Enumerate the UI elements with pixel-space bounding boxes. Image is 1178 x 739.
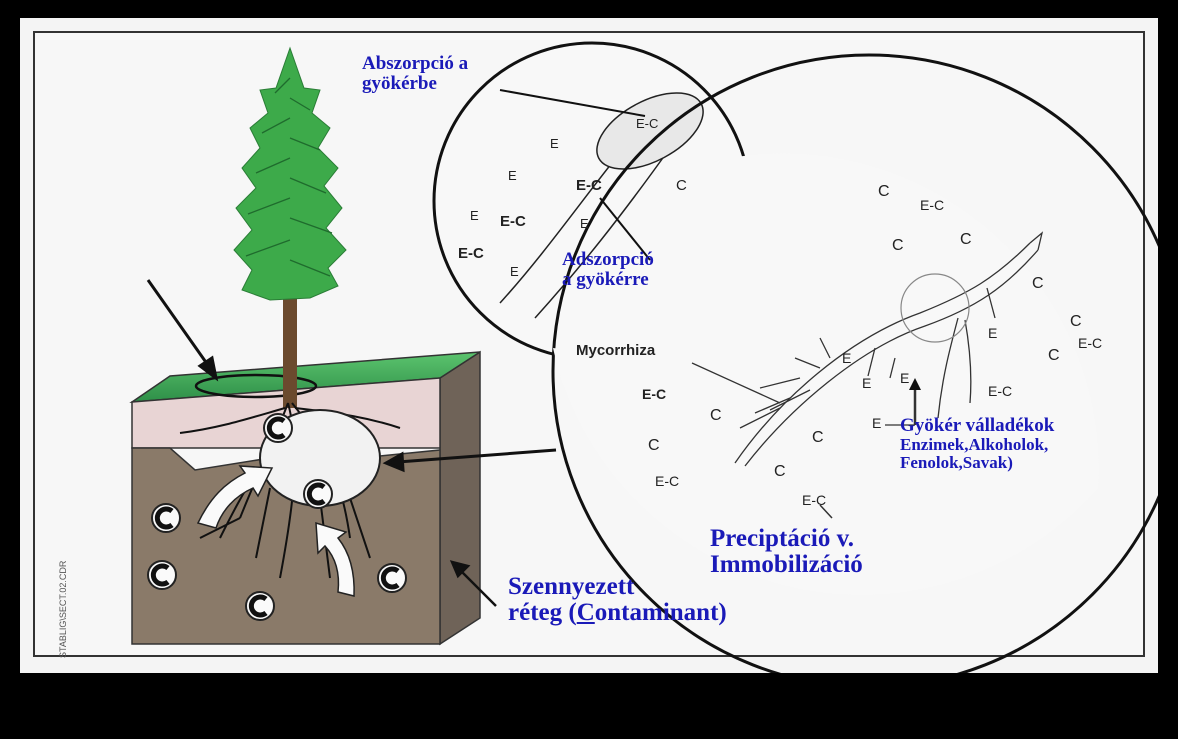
token-e: E xyxy=(862,375,871,391)
label-precipitation-line1: Preciptáció v. xyxy=(710,526,863,552)
label-adsorption: Adszorpció a gyökérre xyxy=(562,250,654,290)
label-contaminated-line2: réteg (Contaminant) xyxy=(508,600,727,626)
token-c: C xyxy=(710,407,722,424)
label-mycorrhiza: Mycorrhiza xyxy=(576,342,655,359)
label-contaminated-pre: réteg ( xyxy=(508,599,577,626)
label-absorption-line2: gyökérbe xyxy=(362,74,468,94)
token-c: C xyxy=(878,183,890,200)
token-c: C xyxy=(892,237,904,254)
token-e: E xyxy=(580,216,589,231)
token-ec: E-C xyxy=(576,177,602,194)
token-c: C xyxy=(1032,275,1044,292)
c-marker-2 xyxy=(148,561,176,589)
token-ec: E-C xyxy=(920,197,944,213)
c-marker-5 xyxy=(264,414,292,442)
token-ec: E-C xyxy=(458,245,484,262)
label-exudates-line2: Enzimek,Alkoholok, xyxy=(900,436,1054,454)
token-e: E xyxy=(510,264,519,279)
token-ec: E-C xyxy=(988,383,1012,399)
soil-side-face xyxy=(440,352,480,644)
token-e: E xyxy=(470,208,479,223)
label-precipitation-line2: Immobilizáció xyxy=(710,552,863,578)
c-marker-4 xyxy=(378,564,406,592)
token-e: E xyxy=(872,415,881,431)
diagram-panel: E-C E E E-C C E E-C E E-C E C E-C C C C … xyxy=(20,18,1158,673)
side-credit: STABLIG\SECT.02.CDR xyxy=(58,561,68,658)
token-ec-absorbed: E-C xyxy=(636,116,658,131)
c-marker-6 xyxy=(304,480,332,508)
token-ec: E-C xyxy=(642,386,666,402)
label-contaminated-post: ontaminant) xyxy=(595,599,727,626)
token-ec: E-C xyxy=(655,473,679,489)
label-adsorption-line1: Adszorpció xyxy=(562,250,654,270)
token-ec: E-C xyxy=(1078,335,1102,351)
token-c: C xyxy=(676,177,687,194)
token-c: C xyxy=(960,231,972,248)
token-e: E xyxy=(508,168,517,183)
token-e: E xyxy=(550,136,559,151)
token-c: C xyxy=(1048,347,1060,364)
token-ec: E-C xyxy=(802,492,826,508)
token-c: C xyxy=(648,437,660,454)
token-e: E xyxy=(988,325,997,341)
label-absorption-line1: Abszorpció a xyxy=(362,54,468,74)
token-e: E xyxy=(842,350,851,366)
token-c: C xyxy=(1070,313,1082,330)
token-ec: E-C xyxy=(500,213,526,230)
label-precipitation: Preciptáció v. Immobilizáció xyxy=(710,526,863,579)
label-exudates-line1: Gyökér válladékok xyxy=(900,416,1054,436)
label-contaminated-layer: Szennyezett réteg (Contaminant) xyxy=(508,574,727,627)
label-contaminated-line1: Szennyezett xyxy=(508,574,727,600)
label-contaminated-underlined: C xyxy=(577,599,595,626)
label-absorption: Abszorpció a gyökérbe xyxy=(362,54,468,94)
label-adsorption-line2: a gyökérre xyxy=(562,270,654,290)
token-c: C xyxy=(774,463,786,480)
c-marker-3 xyxy=(246,592,274,620)
label-root-exudates: Gyökér válladékok Enzimek,Alkoholok, Fen… xyxy=(900,416,1054,472)
token-c: C xyxy=(812,429,824,446)
c-marker-1 xyxy=(152,504,180,532)
label-exudates-line3: Fenolok,Savak) xyxy=(900,454,1054,472)
token-e: E xyxy=(900,370,909,386)
